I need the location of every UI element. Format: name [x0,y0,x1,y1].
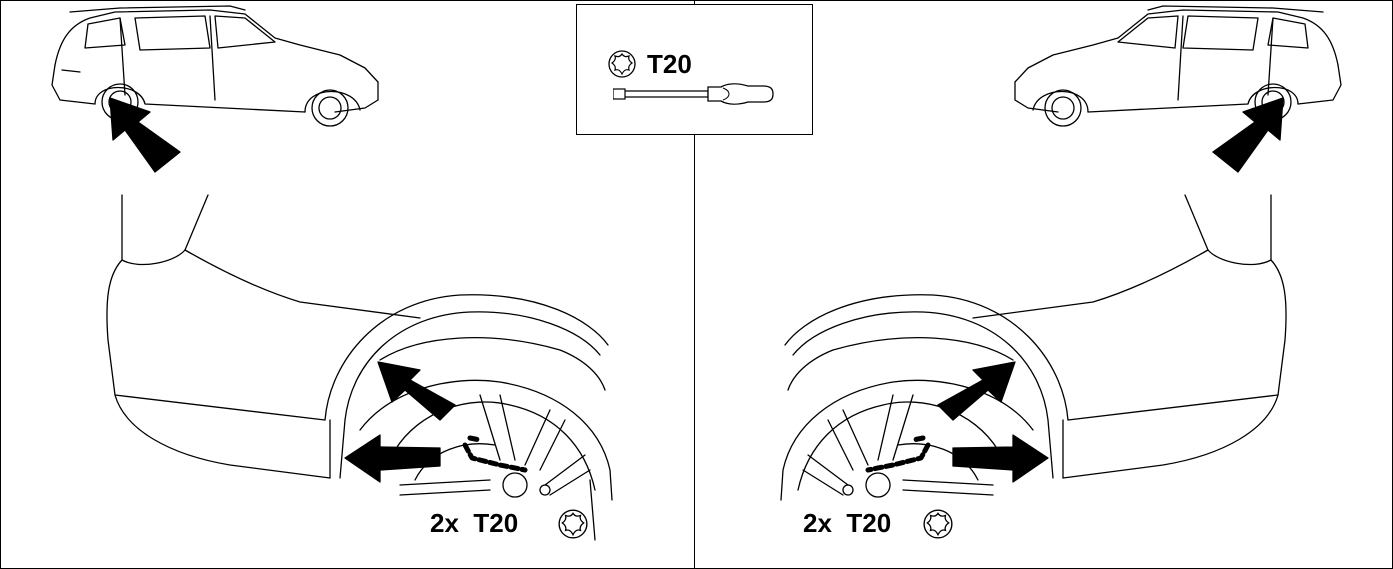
tool-name: T20 [647,49,692,79]
right-panel-drawing [780,5,1342,501]
left-panel-drawing [51,5,613,541]
torx-bit-icon [558,509,588,539]
arrow-left [344,434,441,483]
clip-detail-right [865,435,931,473]
arrow-up-left [377,361,456,421]
rear-bumper-left [106,194,609,479]
arrow-up-right [937,361,1016,421]
wheel-left [359,379,613,541]
quantity-label-left: 2x T20 [430,508,519,538]
rear-bumper-right [784,194,1287,479]
arrow-right [952,434,1049,483]
quantity-label-right: 2x T20 [803,508,892,538]
screwdriver-icon [613,83,774,105]
arrow-to-wheel-left [109,97,181,173]
center-divider [694,0,695,569]
wheel-right [780,379,1034,501]
arrow-to-wheel-right [1212,97,1284,173]
clip-detail-left [462,435,528,473]
torx-bit-icon [608,50,636,78]
torx-bit-icon [923,509,953,539]
car-rear-right-icon [1014,5,1342,127]
tool-box: T20 [576,4,813,135]
car-rear-left-icon [51,5,379,127]
